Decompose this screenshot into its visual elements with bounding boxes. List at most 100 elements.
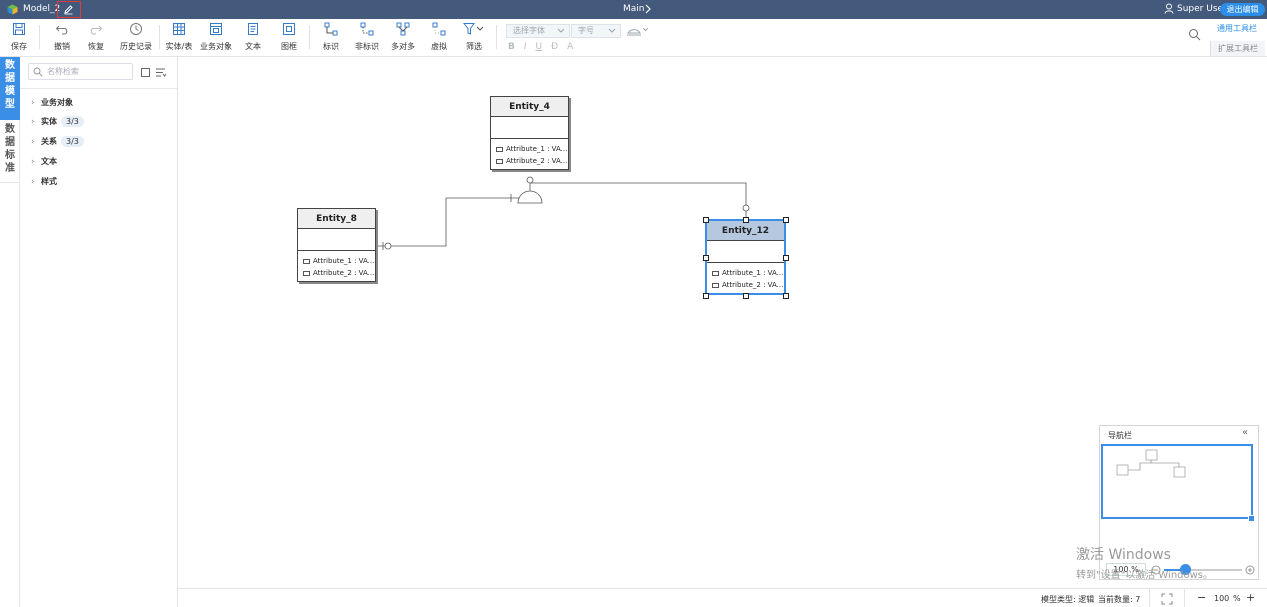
tree-item-styles[interactable]: › 样式 [31, 176, 57, 187]
entity-box[interactable]: Entity_8 Attribute_1 : VA... Attribute_2… [297, 208, 376, 282]
rename-model-button[interactable] [57, 1, 81, 18]
attribute-icon [712, 282, 719, 288]
many-to-many-button[interactable]: 多对多 [389, 22, 417, 56]
relation-line[interactable] [530, 182, 747, 219]
zoom-slider[interactable] [1164, 569, 1242, 571]
non-identifying-relation-icon [360, 22, 374, 36]
tree-item-relations[interactable]: › 关系 3/3 [31, 136, 84, 147]
attribute-icon [303, 258, 310, 264]
fit-to-screen-icon[interactable] [1161, 593, 1173, 605]
model-type-status: 模型类型: 逻辑 [1041, 595, 1095, 604]
zoom-in-button[interactable]: + [1246, 591, 1256, 604]
underline-button[interactable]: U [535, 42, 543, 52]
tree-search-input[interactable] [47, 65, 129, 78]
attribute-row[interactable]: Attribute_2 : VA... [298, 267, 375, 279]
attribute-icon [496, 158, 503, 164]
diagram-name[interactable]: Main [623, 4, 645, 14]
paint-bucket-icon [627, 27, 649, 36]
zoom-unit: % [1233, 594, 1241, 603]
resize-handle[interactable] [703, 255, 709, 261]
font-family-select[interactable]: 选择字体 [506, 24, 570, 38]
entity-box[interactable]: Entity_4 Attribute_1 : VA... Attribute_2… [490, 96, 569, 170]
viewport-resize-handle[interactable] [1248, 515, 1255, 522]
search-icon[interactable] [1188, 28, 1201, 41]
primary-key-section[interactable] [298, 229, 375, 251]
attribute-icon [303, 270, 310, 276]
toolbar-divider [496, 25, 497, 49]
frame-icon [283, 23, 295, 35]
user-menu[interactable]: Super User [1164, 3, 1227, 14]
non-identifying-relation-button[interactable]: 非标识 [352, 22, 382, 56]
history-icon [130, 23, 142, 35]
status-divider [1149, 589, 1150, 607]
zoom-input[interactable]: 100 % [1106, 563, 1146, 576]
business-object-button[interactable]: 业务对象 [199, 22, 233, 56]
tree-search [28, 63, 133, 80]
tab-data-standard[interactable]: 数 据 标 准 [0, 121, 20, 183]
diagram-canvas[interactable]: Entity_4 Attribute_1 : VA... Attribute_2… [178, 57, 1267, 588]
primary-key-section[interactable] [707, 241, 784, 263]
general-toolbar-tab[interactable]: 通用工具栏 [1217, 24, 1257, 33]
checkbox-toggle-icon[interactable] [141, 68, 150, 77]
tab-data-model[interactable]: 数 据 模 型 [0, 57, 20, 120]
collapse-icon[interactable]: « [1242, 427, 1249, 438]
font-size-select[interactable]: 字号 [571, 24, 621, 38]
italic-button[interactable]: I [523, 42, 527, 52]
text-button[interactable]: 文本 [240, 22, 266, 56]
identifying-relation-button[interactable]: 标识 [318, 22, 344, 56]
entity-name[interactable]: Entity_8 [298, 209, 375, 229]
tree-item-entities[interactable]: › 实体 3/3 [31, 116, 84, 127]
resize-handle[interactable] [703, 217, 709, 223]
entity-box-selected[interactable]: Entity_12 Attribute_1 : VA... Attribute_… [705, 219, 786, 295]
tree-item-texts[interactable]: › 文本 [31, 156, 57, 167]
resize-handle[interactable] [703, 293, 709, 299]
fill-color-button[interactable] [626, 23, 650, 40]
attribute-row[interactable]: Attribute_1 : VA... [491, 143, 568, 155]
exit-edit-button[interactable]: 退出编辑 [1220, 3, 1265, 16]
primary-key-section[interactable] [491, 117, 568, 139]
zoom-out-button[interactable]: − [1197, 591, 1207, 604]
undo-button[interactable]: 撤销 [49, 22, 75, 56]
zoom-slider-knob[interactable] [1180, 564, 1191, 575]
resize-handle[interactable] [783, 293, 789, 299]
bold-button[interactable]: B [508, 42, 515, 52]
filter-icon [463, 23, 484, 35]
user-name: Super User [1177, 3, 1227, 14]
chevron-right-icon: › [31, 116, 35, 127]
text-format-row: B I U Ð A [508, 42, 573, 52]
zoom-out-icon[interactable] [1151, 565, 1161, 575]
strikethrough-button[interactable]: Ð [551, 42, 559, 52]
entity-table-button[interactable]: 实体/表 [164, 22, 194, 56]
frame-button[interactable]: 图框 [276, 22, 302, 56]
subtype-symbol[interactable] [517, 190, 543, 204]
entity-name[interactable]: Entity_12 [707, 221, 784, 241]
chevron-right-icon: › [31, 136, 35, 147]
title-bar: Model_2 Main Super User 退出编辑 [0, 0, 1267, 19]
toolbar-divider [159, 25, 160, 49]
virtual-relation-button[interactable]: 虚拟 [426, 22, 452, 56]
entity-name[interactable]: Entity_4 [491, 97, 568, 117]
navigator-viewport[interactable] [1101, 444, 1253, 519]
resize-handle[interactable] [743, 217, 749, 223]
extended-toolbar-tab[interactable]: 扩展工具栏 [1210, 41, 1265, 56]
font-color-button[interactable]: A [567, 42, 574, 52]
navigator-minimap [1116, 449, 1186, 478]
history-button[interactable]: 历史记录 [117, 22, 155, 56]
resize-handle[interactable] [743, 293, 749, 299]
redo-button[interactable]: 恢复 [83, 22, 109, 56]
resize-handle[interactable] [783, 217, 789, 223]
resize-handle[interactable] [783, 255, 789, 261]
attribute-row[interactable]: Attribute_2 : VA... [707, 279, 784, 291]
relation-line[interactable] [378, 197, 530, 247]
sort-list-icon[interactable] [155, 67, 166, 78]
save-button[interactable]: 保存 [6, 22, 32, 56]
chevron-right-icon[interactable] [644, 3, 652, 15]
attribute-row[interactable]: Attribute_2 : VA... [491, 155, 568, 167]
undo-icon [55, 25, 68, 35]
filter-button[interactable]: 筛选 [460, 22, 488, 56]
attribute-row[interactable]: Attribute_1 : VA... [298, 255, 375, 267]
tree-item-business-objects[interactable]: › 业务对象 [31, 97, 73, 108]
zoom-in-icon[interactable] [1245, 565, 1255, 575]
attribute-row[interactable]: Attribute_1 : VA... [707, 267, 784, 279]
